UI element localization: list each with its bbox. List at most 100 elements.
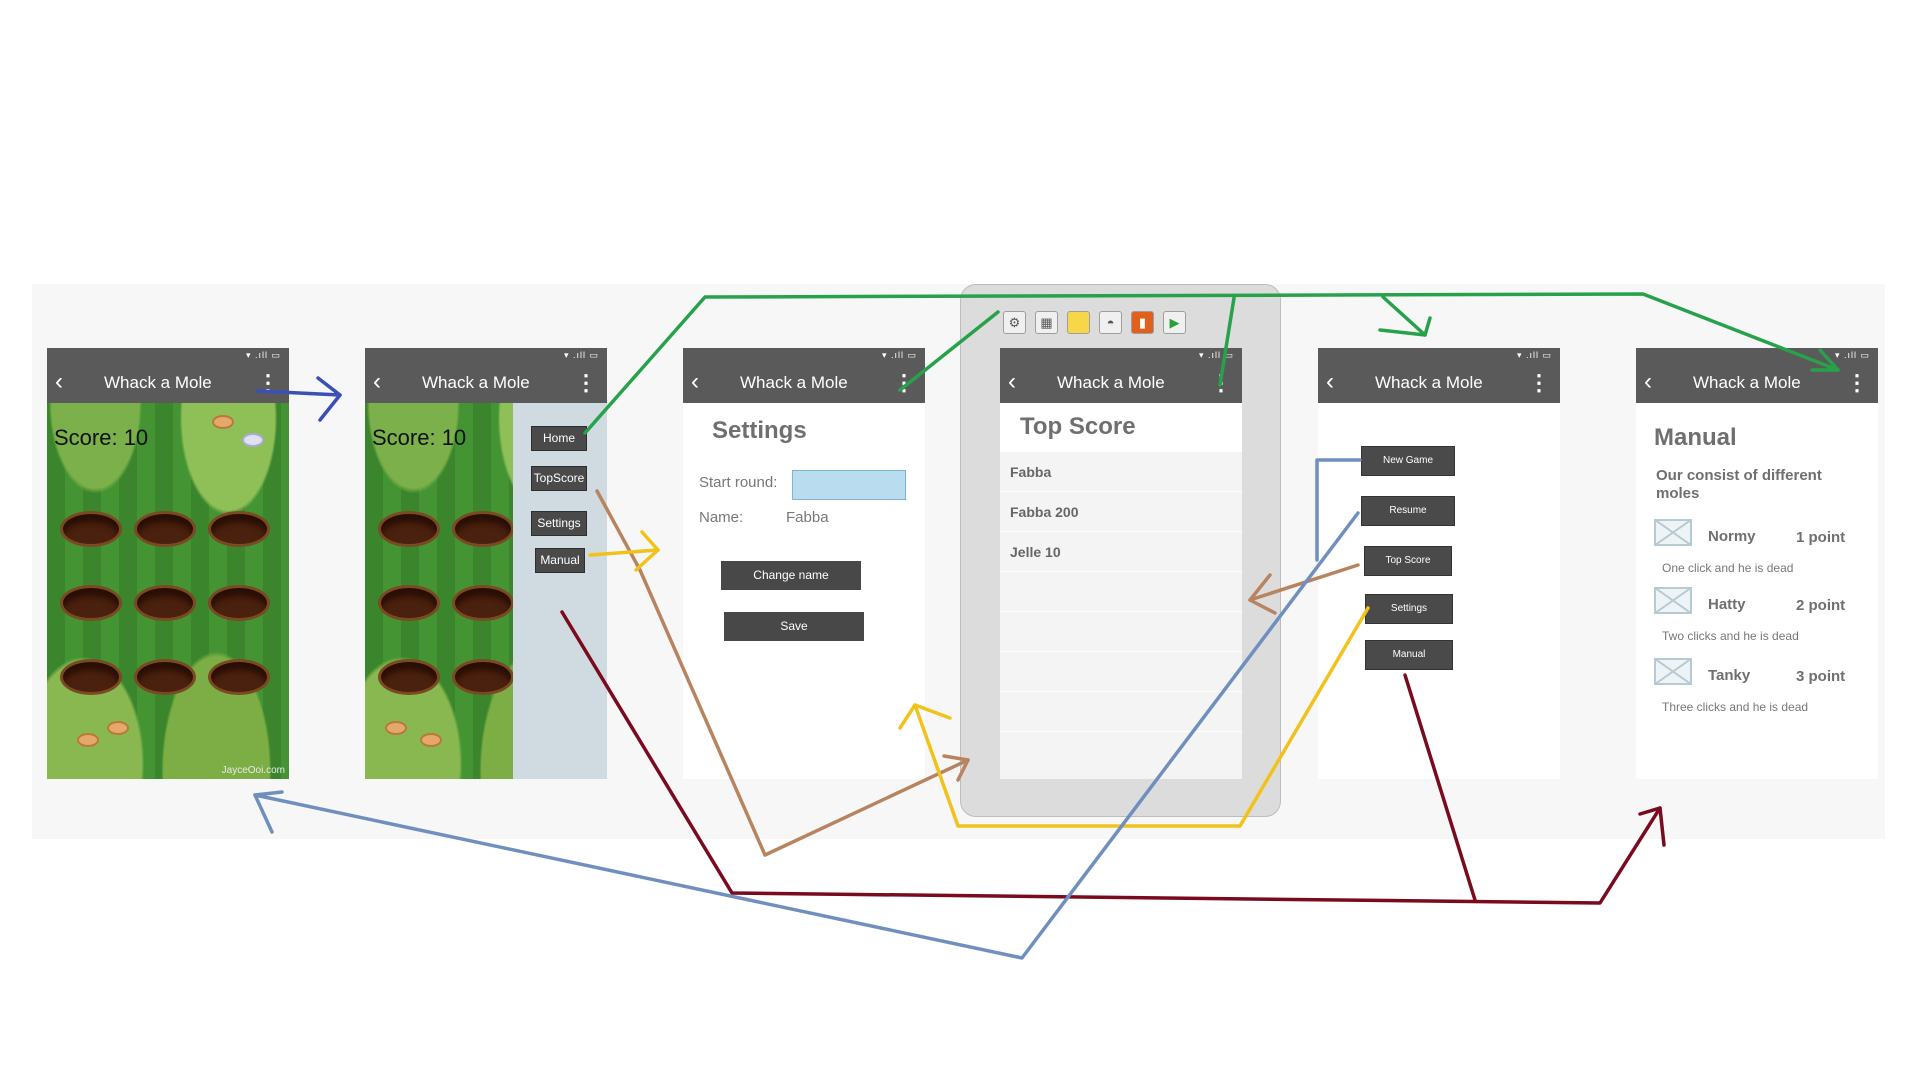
chevron-left-icon[interactable]: ‹ (373, 368, 381, 395)
new-game-button[interactable]: New Game (1361, 446, 1455, 476)
app-title: Whack a Mole (422, 373, 530, 392)
score-row: Jelle 10 (1000, 532, 1242, 572)
score-row-empty (1000, 652, 1242, 692)
kebab-menu-icon[interactable]: ⋮ (1528, 370, 1550, 395)
kebab-menu-icon[interactable]: ⋮ (1846, 370, 1868, 395)
flower-decoration (420, 733, 442, 747)
chevron-left-icon[interactable]: ‹ (1644, 368, 1652, 395)
manual-heading: Manual (1654, 424, 1737, 451)
app-bar: ‹ Whack a Mole ⋮ (1318, 363, 1560, 403)
settings-button[interactable]: Settings (1365, 594, 1453, 624)
app-title: Whack a Mole (1057, 373, 1165, 392)
settings-heading: Settings (712, 417, 807, 444)
save-button[interactable]: Save (724, 612, 864, 641)
mole-hole[interactable] (134, 585, 196, 621)
chevron-left-icon[interactable]: ‹ (1326, 368, 1334, 395)
kebab-menu-icon[interactable]: ⋮ (575, 370, 597, 395)
mole-image-placeholder (1654, 587, 1692, 614)
mole-hole[interactable] (452, 511, 514, 547)
mole-hole[interactable] (452, 585, 514, 621)
watermark: JayceOoi.com (221, 765, 285, 776)
top-score-header: Top Score (1000, 403, 1242, 452)
mole-name: Tanky (1708, 667, 1751, 684)
app-bar: ‹ Whack a Mole ⋮ (683, 363, 925, 403)
flower-decoration (107, 721, 129, 735)
mole-description: Two clicks and he is dead (1662, 629, 1799, 643)
phone-settings-screen: ▾ .ıll ▭ ‹ Whack a Mole ⋮ Settings Start… (683, 348, 925, 779)
grid-icon[interactable]: ▦ (1035, 311, 1058, 334)
score-row: Fabba 200 (1000, 492, 1242, 532)
mole-hole[interactable] (134, 511, 196, 547)
mole-hole[interactable] (208, 585, 270, 621)
mole-hole[interactable] (452, 659, 514, 695)
change-name-button[interactable]: Change name (721, 561, 861, 590)
mole-hole[interactable] (208, 659, 270, 695)
status-bar: ▾ .ıll ▭ (1318, 348, 1560, 363)
score-list: Fabba Fabba 200 Jelle 10 (1000, 452, 1242, 779)
chevron-left-icon[interactable]: ‹ (691, 368, 699, 395)
mole-hole[interactable] (378, 585, 440, 621)
name-value: Fabba (786, 509, 829, 526)
status-bar: ▾ .ıll ▭ (365, 348, 607, 363)
app-title: Whack a Mole (1693, 373, 1801, 392)
mole-description: One click and he is dead (1662, 561, 1794, 575)
mole-points: 3 point (1796, 668, 1846, 685)
screens-band (32, 284, 1885, 839)
mole-name: Hatty (1708, 596, 1746, 613)
flower-decoration (77, 733, 99, 747)
drawer-item-settings[interactable]: Settings (531, 511, 587, 536)
mole-hole[interactable] (208, 511, 270, 547)
chevron-left-icon[interactable]: ‹ (1008, 368, 1016, 395)
top-score-heading: Top Score (1020, 413, 1136, 440)
drawer-item-topscore[interactable]: TopScore (531, 466, 587, 491)
mole-hole[interactable] (60, 511, 122, 547)
mole-image-placeholder (1654, 519, 1692, 546)
top-score-button[interactable]: Top Score (1364, 546, 1452, 576)
mole-hole[interactable] (134, 659, 196, 695)
status-bar: ▾ .ıll ▭ (1636, 348, 1878, 363)
mole-name: Normy (1708, 528, 1756, 545)
play-icon[interactable]: ▶ (1163, 311, 1186, 334)
score-row: Fabba (1000, 452, 1242, 492)
mole-hole[interactable] (378, 659, 440, 695)
mole-hole[interactable] (60, 585, 122, 621)
flower-decoration (212, 415, 234, 429)
chevron-left-icon[interactable]: ‹ (55, 368, 63, 395)
manual-subtitle: Our consist of different moles (1656, 467, 1822, 502)
score-text: Score: 10 (54, 425, 149, 450)
kebab-menu-icon[interactable]: ⋮ (1210, 370, 1232, 395)
mole-description: Three clicks and he is dead (1662, 700, 1809, 714)
phone-main-menu-screen: ▾ .ıll ▭ ‹ Whack a Mole ⋮ New Game Resum… (1318, 348, 1560, 779)
phone-game-screen: ▾ .ıll ▭ ‹ Whack a Mole ⋮ Score: 10 Jayc… (47, 348, 289, 779)
mole-hole[interactable] (60, 659, 122, 695)
score-row-empty (1000, 692, 1242, 732)
drawer-item-home[interactable]: Home (531, 426, 587, 451)
start-round-input[interactable] (792, 470, 906, 500)
flower-decoration (385, 721, 407, 735)
link-icon[interactable]: ⚙ (1003, 311, 1026, 334)
kebab-menu-icon[interactable]: ⋮ (893, 370, 915, 395)
app-title: Whack a Mole (1375, 373, 1483, 392)
kebab-menu-icon[interactable]: ⋮ (257, 370, 279, 395)
mole-hole[interactable] (378, 511, 440, 547)
mole-points: 2 point (1796, 597, 1846, 614)
drawer-item-manual[interactable]: Manual (535, 548, 585, 573)
mask-icon[interactable]: ◓ (1099, 311, 1122, 334)
app-bar: ‹ Whack a Mole ⋮ (47, 363, 289, 403)
mole-image-placeholder (1654, 658, 1692, 685)
trash-icon[interactable]: ▮ (1131, 311, 1154, 334)
resume-button[interactable]: Resume (1361, 496, 1455, 526)
flower-decoration (242, 433, 264, 447)
status-bar: ▾ .ıll ▭ (683, 348, 925, 363)
app-bar: ‹ Whack a Mole ⋮ (1000, 363, 1242, 403)
phone-manual-screen: ▾ .ıll ▭ ‹ Whack a Mole ⋮ Manual Our con… (1636, 348, 1878, 779)
note-icon[interactable] (1067, 311, 1090, 334)
name-label: Name: (699, 509, 744, 526)
start-round-label: Start round: (699, 474, 778, 491)
app-title: Whack a Mole (104, 373, 212, 392)
phone-top-score-screen: ▾ .ıll ▭ ‹ Whack a Mole ⋮ Top Score Fabb… (1000, 348, 1242, 779)
game-field[interactable]: Score: 10 JayceOoi.com (47, 403, 289, 779)
score-text: Score: 10 (372, 425, 467, 450)
manual-button[interactable]: Manual (1365, 640, 1453, 670)
